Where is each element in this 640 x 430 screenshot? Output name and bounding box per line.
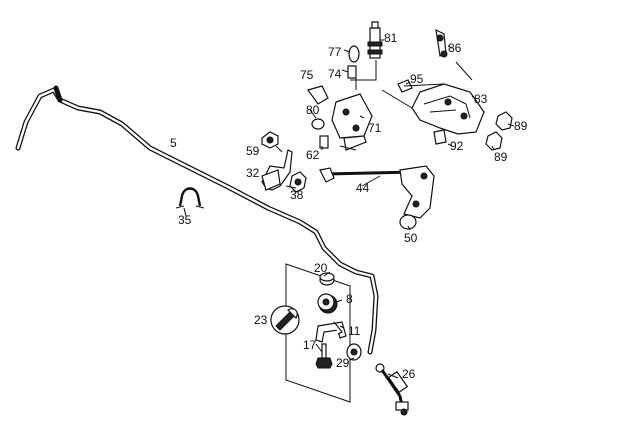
callout-38: 38 [290,188,304,202]
callout-20: 20 [314,261,328,275]
callout-8: 8 [346,292,353,306]
bracket-assembly [261,131,307,193]
leader-lines [183,39,515,379]
lower-mount-group [270,263,362,403]
link-rod [375,363,409,416]
stabilizer-bar [15,85,379,355]
callout-50: 50 [404,231,418,245]
actuator-assembly [307,21,383,151]
callout-95: 95 [410,72,424,86]
callout-11: 11 [348,324,361,338]
callout-77: 77 [328,45,342,59]
callout-32: 32 [246,166,260,180]
u-clamp [178,187,202,207]
callout-71: 71 [368,121,382,135]
callout-44: 44 [356,181,370,195]
callout-59: 59 [246,144,260,158]
callout-35: 35 [178,213,192,227]
callout-5: 5 [170,136,177,150]
callout-83: 83 [474,92,488,106]
linkage-rod [319,165,435,230]
callout-62: 62 [306,148,320,162]
callout-92: 92 [450,139,464,153]
callout-29: 29 [336,356,350,370]
callout-23: 23 [254,313,268,327]
callout-89-a: 89 [514,119,528,133]
callout-26: 26 [402,367,416,381]
callout-74: 74 [328,67,342,81]
callout-81: 81 [384,31,398,45]
callout-75: 75 [300,68,314,82]
callout-86: 86 [448,41,462,55]
mounting-bracket [381,28,513,151]
callout-17: 17 [303,338,317,352]
callout-80: 80 [306,103,320,117]
callout-89-b: 89 [494,150,508,164]
